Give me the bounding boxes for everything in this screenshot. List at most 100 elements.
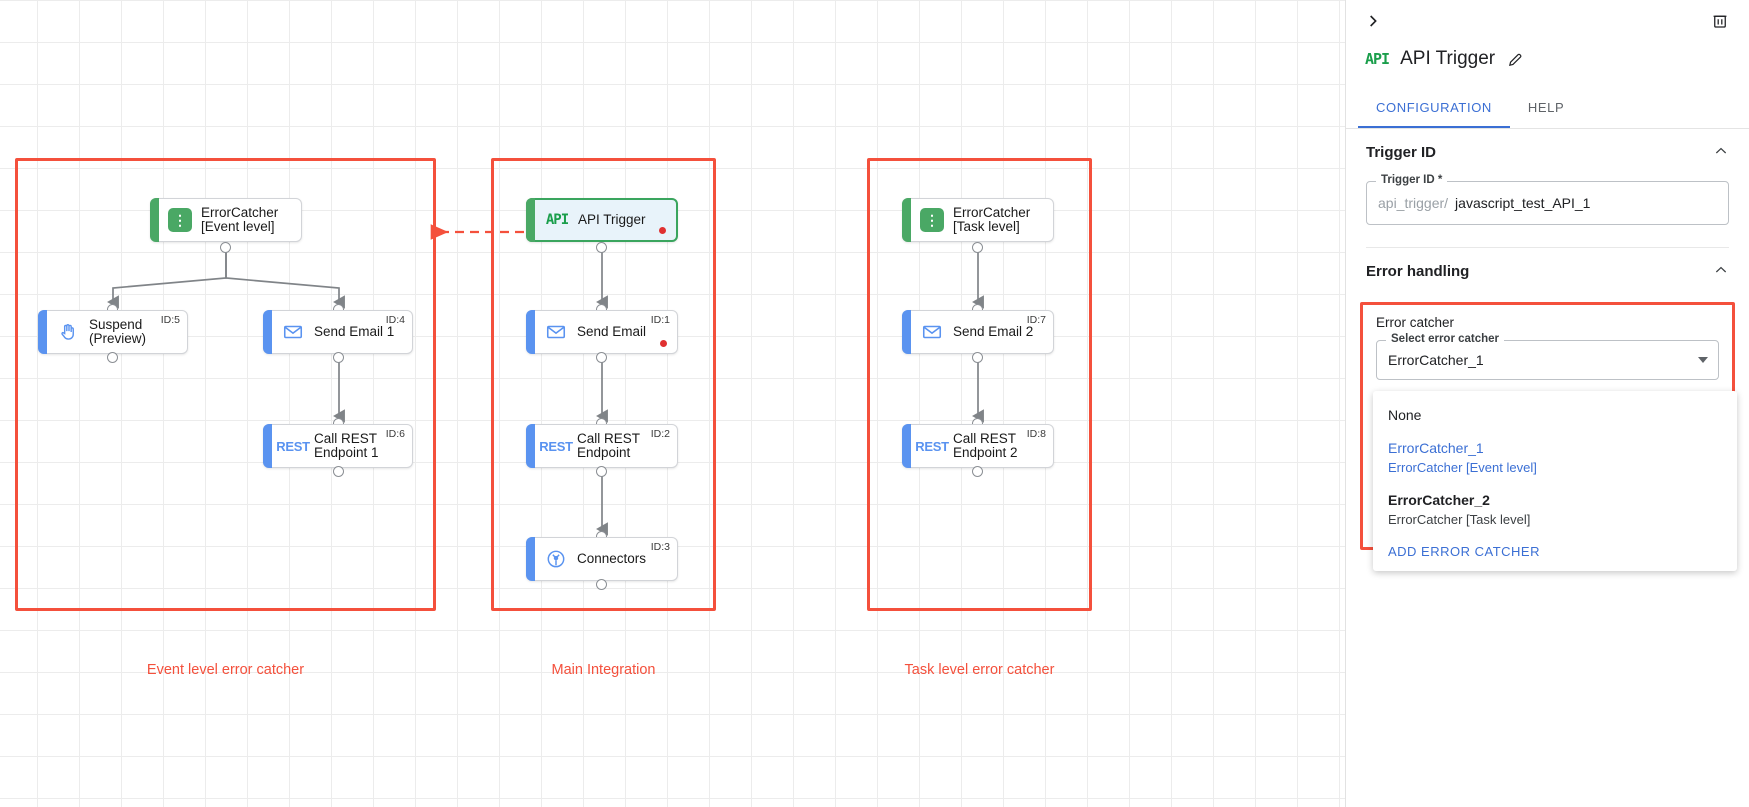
option-label: ErrorCatcher_1 xyxy=(1388,440,1484,456)
group-label-main-integration: Main Integration xyxy=(551,662,656,678)
node-id-tag: ID:6 xyxy=(385,428,405,440)
node-error-indicator-dot xyxy=(660,340,667,347)
node-accent-bar xyxy=(902,424,911,468)
envelope-icon xyxy=(276,321,310,343)
select-error-catcher-value: ErrorCatcher_1 xyxy=(1388,352,1484,368)
node-connectors[interactable]: Connectors ID:3 xyxy=(526,537,678,581)
workflow-canvas[interactable]: Event level error catcher Main Integrati… xyxy=(0,0,1345,807)
trigger-id-field[interactable]: Trigger ID * api_trigger/ javascript_tes… xyxy=(1366,174,1729,225)
error-handling-section-header[interactable]: Error handling xyxy=(1366,248,1729,294)
dropdown-option-none[interactable]: None xyxy=(1373,399,1737,432)
node-label: ErrorCatcher [Task level] xyxy=(953,205,1031,234)
section-divider xyxy=(1366,247,1729,248)
select-error-catcher-label: Select error catcher xyxy=(1386,333,1505,345)
option-label: ErrorCatcher_2 xyxy=(1388,492,1490,508)
chevron-right-icon[interactable] xyxy=(1360,8,1386,34)
select-error-catcher[interactable]: Select error catcher ErrorCatcher_1 xyxy=(1376,333,1719,380)
section-title: Trigger ID xyxy=(1366,143,1437,161)
dropdown-option-errorcatcher-1[interactable]: ErrorCatcher_1 ErrorCatcher [Event level… xyxy=(1373,432,1737,484)
node-errorcatcher-task[interactable]: ⋮ ErrorCatcher [Task level] xyxy=(902,198,1054,242)
port-out[interactable] xyxy=(333,352,344,363)
port-out[interactable] xyxy=(596,352,607,363)
node-id-tag: ID:7 xyxy=(1026,314,1046,326)
rest-icon: REST xyxy=(276,438,310,454)
node-id-tag: ID:8 xyxy=(1026,428,1046,440)
trigger-id-section-header[interactable]: Trigger ID xyxy=(1366,129,1729,175)
node-id-tag: ID:4 xyxy=(385,314,405,326)
group-box-task-level[interactable] xyxy=(867,158,1092,611)
group-label-task-level: Task level error catcher xyxy=(904,662,1055,678)
node-accent-bar xyxy=(526,537,535,581)
port-out[interactable] xyxy=(596,579,607,590)
node-label: Connectors xyxy=(577,551,647,566)
port-out[interactable] xyxy=(220,242,231,253)
panel-title-row: API API Trigger xyxy=(1346,42,1749,76)
node-send-email-1[interactable]: Send Email 1 ID:4 xyxy=(263,310,413,354)
page-title: API Trigger xyxy=(1400,48,1496,69)
hand-icon xyxy=(51,322,85,342)
node-send-email[interactable]: Send Email ID:1 xyxy=(526,310,678,354)
api-icon: API xyxy=(545,212,569,228)
node-accent-bar xyxy=(526,424,535,468)
node-label: Send Email xyxy=(577,324,647,339)
port-out[interactable] xyxy=(972,352,983,363)
group-label-event-level: Event level error catcher xyxy=(146,662,305,678)
tab-configuration[interactable]: CONFIGURATION xyxy=(1358,90,1510,128)
node-call-rest-endpoint-2[interactable]: REST Call REST Endpoint 2 ID:8 xyxy=(902,424,1054,468)
port-out[interactable] xyxy=(972,466,983,477)
node-api-trigger[interactable]: API API Trigger xyxy=(526,198,678,242)
node-send-email-2[interactable]: Send Email 2 ID:7 xyxy=(902,310,1054,354)
chevron-up-icon[interactable] xyxy=(1713,262,1729,281)
trigger-id-prefix: api_trigger/ xyxy=(1378,195,1449,211)
add-error-catcher-button[interactable]: ADD ERROR CATCHER xyxy=(1388,544,1540,559)
pencil-icon[interactable] xyxy=(1507,51,1524,68)
trigger-id-value[interactable]: javascript_test_API_1 xyxy=(1455,195,1591,211)
group-box-event-level[interactable] xyxy=(15,158,436,611)
error-catcher-dropdown[interactable]: None ErrorCatcher_1 ErrorCatcher [Event … xyxy=(1373,391,1737,571)
option-sublabel: ErrorCatcher [Event level] xyxy=(1388,460,1537,475)
port-out[interactable] xyxy=(107,352,118,363)
port-out[interactable] xyxy=(596,466,607,477)
group-box-main-integration[interactable] xyxy=(491,158,716,611)
port-out[interactable] xyxy=(333,466,344,477)
node-suspend[interactable]: Suspend (Preview) ID:5 xyxy=(38,310,188,354)
node-id-tag: ID:3 xyxy=(650,541,670,553)
node-errorcatcher-event[interactable]: ⋮ ErrorCatcher [Event level] xyxy=(150,198,302,242)
trash-icon[interactable] xyxy=(1707,8,1733,34)
option-label: None xyxy=(1388,407,1422,423)
node-id-tag: ID:2 xyxy=(650,428,670,440)
rest-icon: REST xyxy=(915,438,949,454)
envelope-icon xyxy=(539,321,573,343)
dropdown-option-errorcatcher-2[interactable]: ErrorCatcher_2 ErrorCatcher [Task level] xyxy=(1373,484,1737,536)
caret-down-icon[interactable] xyxy=(1698,357,1708,363)
node-id-tag: ID:1 xyxy=(650,314,670,326)
connectors-icon xyxy=(539,548,573,570)
node-label: Suspend (Preview) xyxy=(89,317,147,346)
node-call-rest-endpoint-1[interactable]: REST Call REST Endpoint 1 ID:6 xyxy=(263,424,413,468)
node-accent-bar xyxy=(526,198,535,242)
error-catcher-icon: ⋮ xyxy=(915,208,949,232)
section-title: Error handling xyxy=(1366,262,1470,280)
node-accent-bar xyxy=(150,198,159,242)
node-accent-bar xyxy=(902,310,911,354)
node-accent-bar xyxy=(263,424,272,468)
node-error-indicator-dot xyxy=(659,227,666,234)
panel-topbar xyxy=(1346,0,1749,42)
node-label: Call REST Endpoint 1 xyxy=(314,431,379,460)
chevron-up-icon[interactable] xyxy=(1713,143,1729,162)
api-icon: API xyxy=(1365,50,1390,68)
trigger-id-field-label: Trigger ID * xyxy=(1376,174,1448,186)
error-catcher-highlight-box: Error catcher Select error catcher Error… xyxy=(1360,302,1737,571)
error-handling-section: Error handling xyxy=(1346,248,1749,294)
node-label: Send Email 1 xyxy=(314,324,395,339)
details-panel: API API Trigger CONFIGURATION HELP Trigg… xyxy=(1345,0,1749,807)
node-id-tag: ID:5 xyxy=(160,314,180,326)
node-label: Send Email 2 xyxy=(953,324,1034,339)
node-call-rest-endpoint[interactable]: REST Call REST Endpoint ID:2 xyxy=(526,424,678,468)
node-label: Call REST Endpoint 2 xyxy=(953,431,1018,460)
node-accent-bar xyxy=(263,310,272,354)
tab-help[interactable]: HELP xyxy=(1527,100,1565,115)
port-out[interactable] xyxy=(596,242,607,253)
port-out[interactable] xyxy=(972,242,983,253)
